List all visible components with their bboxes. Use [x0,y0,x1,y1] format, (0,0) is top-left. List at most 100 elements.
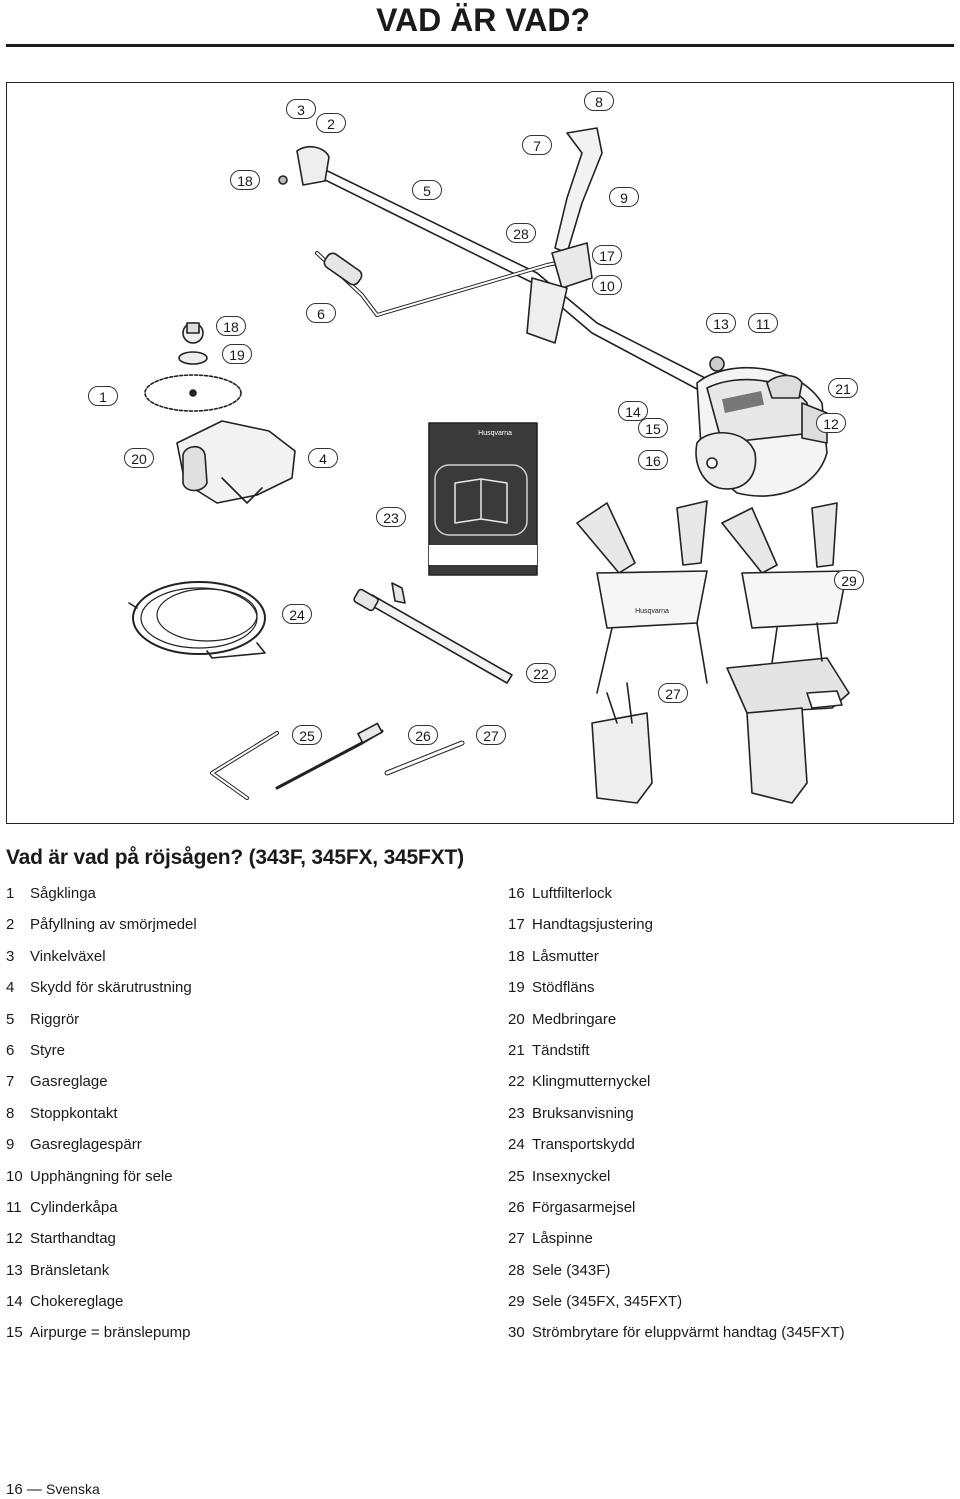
page-footer: 16 — Svenska [6,1481,100,1498]
part-item: 6 Styre [6,1040,486,1071]
part-number: 29 [508,1293,525,1311]
footer-language: Svenska [46,1481,100,1497]
part-item: 3 Vinkelväxel [6,946,486,977]
callout-10: 10 [592,275,622,295]
part-number: 12 [6,1230,23,1248]
page-title: VAD ÄR VAD? [376,2,590,38]
part-label: Airpurge = bränslepump [30,1324,191,1342]
part-item: 16 Luftfilterlock [508,883,948,914]
part-number: 22 [508,1073,525,1091]
callout-24: 24 [282,604,312,624]
box-wrench-illustration [353,582,513,684]
part-label: Vinkelväxel [30,947,106,965]
transport-guard-illustration [128,581,266,659]
part-label: Låsmutter [532,947,599,965]
part-number: 18 [508,947,525,965]
header-rule [6,44,954,47]
part-number: 17 [508,916,525,934]
part-label: Låspinne [532,1230,593,1248]
brushcutter-illustration [278,127,828,497]
part-number: 13 [6,1261,23,1279]
part-number: 6 [6,1041,15,1059]
callout-28: 27 [658,683,688,703]
part-label: Bränsletank [30,1261,110,1279]
part-label: Bruksanvisning [532,1104,634,1122]
part-label: Tändstift [532,1041,590,1059]
callout-4: 4 [308,448,338,468]
callout-9: 9 [609,187,639,207]
part-number: 28 [508,1261,525,1279]
part-label: Sele (343F) [532,1261,611,1279]
page-header: VAD ÄR VAD? [0,0,960,48]
callout-21: 21 [828,378,858,398]
part-number: 27 [508,1230,525,1248]
part-number: 2 [6,916,15,934]
part-item: 5 Riggrör [6,1009,486,1040]
callout-2: 2 [316,113,346,133]
callout-29: 29 [834,570,864,590]
part-item: 11 Cylinderkåpa [6,1197,486,1228]
part-number: 8 [6,1104,15,1122]
part-number: 11 [6,1198,22,1216]
part-number: 26 [508,1198,525,1216]
harness-brand-text: Husqvarna [635,608,669,615]
harness-345fx-illustration [721,502,850,804]
part-label: Luftfilterlock [532,885,613,902]
blade-and-gearhead-illustration [144,322,296,504]
callout-20: 20 [124,448,154,468]
harness-343f-illustration: Husqvarna [576,500,708,804]
parts-illustration: Husqvarna [6,82,954,824]
part-label: Stoppkontakt [30,1104,118,1122]
callout-23: 23 [376,507,406,527]
part-item: 13 Bränsletank [6,1260,486,1291]
part-label: Styre [30,1041,66,1059]
callout-12: 12 [816,413,846,433]
footer-dash: — [26,1481,42,1498]
operators-manual-illustration: Husqvarna [428,422,538,576]
part-number: 5 [6,1010,15,1028]
callout-7: 7 [522,135,552,155]
part-number: 3 [6,947,15,965]
part-item: 28 Sele (343F) [508,1260,948,1291]
part-label: Stödfläns [532,979,595,997]
part-number: 23 [508,1104,525,1122]
part-number: 24 [508,1136,525,1154]
part-number: 1 [6,885,15,902]
part-label: Skydd för skärutrustning [30,979,192,997]
part-label: Medbringare [532,1010,617,1028]
part-label: Riggrör [30,1010,80,1028]
part-label: Cylinderkåpa [30,1198,118,1216]
callout-19: 19 [222,344,252,364]
illustration-drawing: Husqvarna [128,127,850,804]
part-item: 8 Stoppkontakt [6,1103,486,1134]
callout-18b: 18 [216,316,246,336]
callout-27: 27 [476,725,506,745]
callout-11: 11 [748,313,778,333]
part-number: 16 [508,885,525,902]
callout-13: 13 [706,313,736,333]
section-heading: Vad är vad på röjsågen? (343F, 345FX, 34… [6,846,464,869]
part-item: 18 Låsmutter [508,946,948,977]
part-label: Insexnyckel [532,1167,611,1185]
part-label: Chokereglage [30,1293,124,1311]
part-number: 25 [508,1167,525,1185]
callout-22: 22 [526,663,556,683]
callout-16: 16 [638,450,668,470]
callout-15: 15 [638,418,668,438]
part-item: 25 Insexnyckel [508,1166,948,1197]
